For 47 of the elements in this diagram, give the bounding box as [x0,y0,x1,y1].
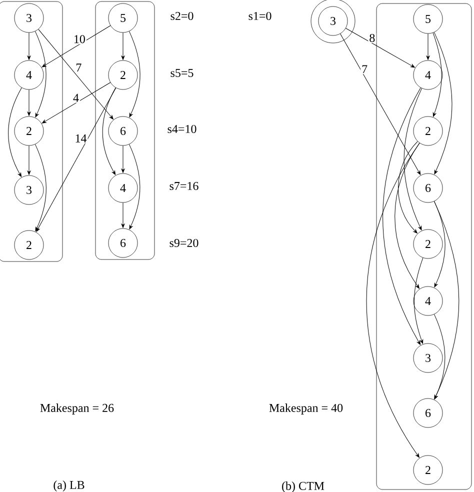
double-circle-node: 3 [310,0,356,44]
arrow [414,258,424,344]
edge-label: 10 [72,34,86,44]
makespan-label: Makespan = 40 [269,404,343,414]
arrow [36,88,116,232]
arrow [346,28,415,68]
edge-label: 4 [72,92,80,103]
arrow [121,32,125,60]
arrow [34,144,46,232]
arrow [27,145,31,175]
arrow [121,202,125,228]
arrow [121,145,125,173]
arrow [34,31,46,118]
schedule-label: s1=0 [248,12,272,20]
arrow [128,31,140,118]
processor-box [376,3,472,490]
edge-label: 14 [74,133,88,144]
schedule-label: s9=20 [170,238,198,248]
processor-box [0,1,63,262]
schedule-label: s5=5 [170,69,194,77]
arrow [42,25,111,68]
arrow [366,142,420,458]
arrow [398,141,418,234]
arrow [38,29,114,120]
arrow [27,32,31,60]
schedule-label: s2=0 [170,12,194,20]
arrow [426,33,430,60]
arrow [404,88,422,230]
arrow [8,87,22,177]
arrow [340,34,421,175]
arrow [434,314,446,400]
edge-label: 7 [74,62,83,72]
arrow [128,144,140,230]
arrow [102,87,116,175]
arrow [27,89,31,116]
subfigure-caption: (a) LB [54,480,84,492]
makespan-label: Makespan = 26 [40,404,114,414]
edge-label: 7 [360,64,369,74]
arrow [434,32,452,174]
arrow [42,82,111,124]
edge-label: 8 [368,32,376,44]
schedule-label: s4=10 [168,124,196,134]
subfigure-caption: (b) CTM [282,482,324,492]
arrow [432,32,442,117]
processor-box [95,1,155,260]
arrow [382,87,421,345]
schedule-label: s7=16 [170,182,198,190]
